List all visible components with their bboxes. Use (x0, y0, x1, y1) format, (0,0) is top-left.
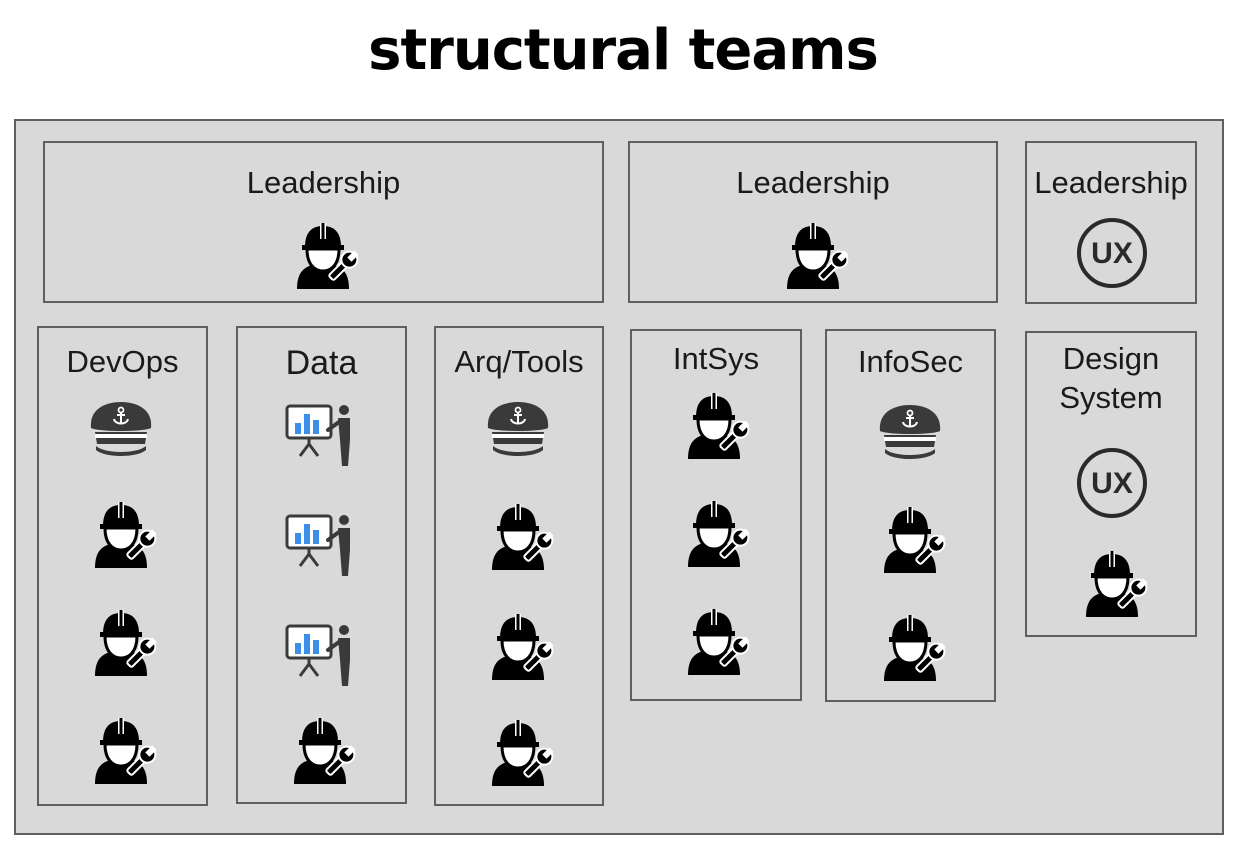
ux-text: UX (1091, 237, 1133, 270)
ux-icon: UX (1074, 445, 1150, 521)
captain-hat-icon (872, 393, 948, 469)
engineer-icon (480, 610, 556, 686)
team-box-intsys: IntSys (630, 329, 802, 701)
engineer-icon (480, 500, 556, 576)
teams-panel (14, 119, 1224, 835)
team-label: Design System (1027, 339, 1195, 417)
team-box-arq-tools: Arq/Tools (434, 326, 604, 806)
engineer-icon (872, 503, 948, 579)
engineer-icon (83, 606, 159, 682)
data-presenter-icon (282, 506, 358, 582)
team-box-design-system: Design System UX (1025, 331, 1197, 637)
team-label: Arq/Tools (454, 344, 584, 379)
captain-hat-icon (480, 390, 556, 466)
engineer-icon (282, 714, 358, 790)
engineer-icon (676, 605, 752, 681)
engineer-icon (285, 219, 361, 295)
data-presenter-icon (282, 396, 358, 472)
team-label: IntSys (672, 341, 760, 376)
engineer-icon (83, 498, 159, 574)
leadership-box-2: Leadership (628, 141, 998, 303)
diagram-title: structural teams (368, 18, 879, 83)
engineer-icon (775, 219, 851, 295)
team-label: Data (285, 344, 358, 382)
engineer-icon (676, 497, 752, 573)
team-label: Leadership (736, 165, 890, 200)
captain-hat-icon (83, 390, 159, 466)
leadership-box-3: Leadership UX (1025, 141, 1197, 304)
team-label: Leadership (246, 165, 401, 200)
team-label-line-2: System (1059, 380, 1163, 415)
team-label: Leadership (1034, 165, 1188, 200)
ux-icon: UX (1074, 215, 1150, 291)
team-box-data: Data (236, 326, 407, 804)
ux-text: UX (1091, 467, 1133, 500)
data-presenter-icon (282, 616, 358, 692)
leadership-box-1: Leadership (43, 141, 604, 303)
engineer-icon (480, 716, 556, 792)
team-label: DevOps (66, 344, 179, 379)
engineer-icon (1074, 547, 1150, 623)
team-label: InfoSec (857, 344, 964, 379)
engineer-icon (872, 611, 948, 687)
engineer-icon (676, 389, 752, 465)
team-label-line-1: Design (1062, 341, 1160, 376)
team-box-devops: DevOps (37, 326, 208, 806)
engineer-icon (83, 714, 159, 790)
team-box-infosec: InfoSec (825, 329, 996, 702)
